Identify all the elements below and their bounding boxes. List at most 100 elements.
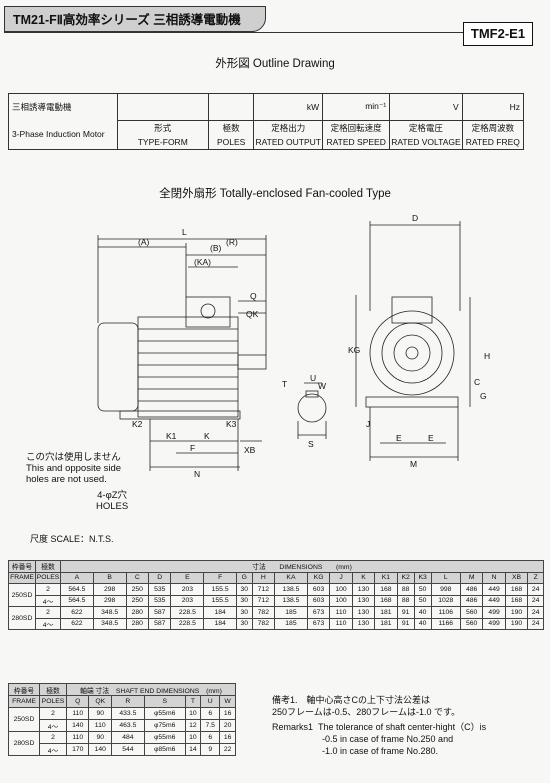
dim-label-KA: (KA) <box>194 257 211 267</box>
dim-col-header: J <box>329 571 353 584</box>
dim-col-header: KG <box>306 571 331 584</box>
terminal-box-shape <box>185 296 231 328</box>
dim-label-K2: K2 <box>132 419 143 429</box>
dim-label-KG: KG <box>348 345 360 355</box>
spec-cell-poles <box>207 93 255 121</box>
dim-col-poles-en: POLES <box>35 571 61 584</box>
dim-value-cell: 24 <box>527 617 544 630</box>
dim-value-cell: 130 <box>351 583 376 596</box>
shaft-value-cell: 484 <box>110 731 145 744</box>
remarks-en-text-1: The tolerance of shaft center-hight（C）is <box>318 722 487 732</box>
dim-label-QK: QK <box>246 309 259 319</box>
shaft-value-cell: 110 <box>65 707 90 720</box>
dim-value-cell: 499 <box>482 617 506 630</box>
dim-value-cell: 100 <box>329 594 353 607</box>
shaft-value-cell: 16 <box>219 731 236 744</box>
dim-value-cell: 50 <box>413 594 432 607</box>
holes-note-jp: この穴は使用しません <box>26 452 121 463</box>
dim-value-cell: 1106 <box>430 606 461 619</box>
spec-header-en: POLES <box>207 134 255 150</box>
remarks-en-text-2: -0.5 in case of frame No.250 and <box>322 734 454 744</box>
dim-value-cell: 138.5 <box>274 594 308 607</box>
shaft-poles-cell: 4～ <box>39 719 67 732</box>
dim-label-K: K <box>204 431 210 441</box>
z-holes-jp: 4-φZ穴 <box>97 490 128 501</box>
spec-cell-type <box>116 93 209 121</box>
spec-label-jp: 三相誘導電動機 <box>8 93 118 120</box>
spec-header-jp: 定格周波数 <box>461 119 525 135</box>
dim-label-H: H <box>484 351 490 361</box>
spec-unit-kw: kW <box>253 93 324 121</box>
shaft-col-header: T <box>184 695 202 708</box>
shaft-frame-cell: 250SD <box>8 707 40 732</box>
dim-label-K1: K1 <box>166 431 177 441</box>
drawing-title: 全閉外扇形 Totally-enclosed Fan-cooled Type <box>159 188 391 200</box>
dim-value-cell: 622 <box>60 617 94 630</box>
dim-col-header: K3 <box>413 571 432 584</box>
dim-value-cell: 50 <box>413 583 432 596</box>
z-holes-en: HOLES <box>96 500 129 512</box>
dim-value-cell: 280 <box>125 606 150 619</box>
dim-value-cell: 30 <box>236 606 253 619</box>
shaft-col-header: Q <box>65 695 90 708</box>
dim-value-cell: 138.5 <box>274 583 308 596</box>
dim-value-cell: 130 <box>351 594 376 607</box>
spec-header-en: TYPE-FORM <box>116 134 209 150</box>
dim-value-cell: 250 <box>125 583 150 596</box>
dim-value-cell: 1166 <box>430 617 461 630</box>
shaft-value-cell: 110 <box>88 719 112 732</box>
dim-label-U: U <box>310 373 316 383</box>
spec-row-headers-jp: 3-Phase Induction Motor 形式 極数 定格出力 定格回転速… <box>8 119 525 150</box>
page-subtitle: 外形図 Outline Drawing <box>215 58 335 70</box>
dim-value-cell: 449 <box>482 594 506 607</box>
spec-label-en: 3-Phase Induction Motor <box>8 120 118 150</box>
dim-title: 寸法 DIMENSIONS (mm) <box>60 560 544 573</box>
dim-value-cell: 155.5 <box>203 594 238 607</box>
dim-col-header: E <box>170 571 205 584</box>
dim-value-cell: 24 <box>527 606 544 619</box>
spec-header-en: RATED OUTPUT <box>253 134 324 150</box>
dim-value-cell: 603 <box>306 583 331 596</box>
dim-value-cell: 348.5 <box>92 606 127 619</box>
dim-value-cell: 30 <box>236 583 253 596</box>
shaft-col-frame-jp: 枠番号 <box>8 683 40 696</box>
spec-unit-hz: Hz <box>461 93 525 121</box>
dim-value-cell: 184 <box>203 617 238 630</box>
shaft-col-header: QK <box>88 695 112 708</box>
shaft-value-cell: 12 <box>184 719 202 732</box>
shaft-value-cell: 6 <box>200 707 221 720</box>
dim-col-header: K <box>351 571 376 584</box>
shaft-col-frame-en: FRAME <box>8 695 40 708</box>
spec-header-en: RATED SPEED <box>322 134 391 150</box>
dim-poles-cell: 2 <box>35 606 61 619</box>
dim-value-cell: 603 <box>306 594 331 607</box>
shaft-col-header: S <box>143 695 186 708</box>
model-code-badge: TMF2-E1 <box>463 22 533 46</box>
dim-value-cell: 168 <box>374 583 398 596</box>
dim-value-cell: 1028 <box>430 594 461 607</box>
dim-label-G: G <box>480 391 487 401</box>
spec-header-jp: 極数 <box>207 119 255 135</box>
dim-value-cell: 560 <box>459 606 484 619</box>
shaft-col-header: W <box>219 695 236 708</box>
dim-value-cell: 91 <box>396 617 415 630</box>
dim-value-cell: 564.5 <box>60 594 94 607</box>
dim-value-cell: 673 <box>306 606 331 619</box>
dim-col-frame-en: FRAME <box>8 571 36 584</box>
dim-value-cell: 298 <box>92 583 127 596</box>
dim-value-cell: 998 <box>430 583 461 596</box>
dim-col-header: K1 <box>374 571 398 584</box>
dim-value-cell: 228.5 <box>170 617 205 630</box>
remarks-en-label: Remarks1 <box>272 722 314 732</box>
remarks-en-1: Remarks1 The tolerance of shaft center-h… <box>272 721 540 733</box>
dim-col-header: B <box>92 571 127 584</box>
dim-value-cell: 168 <box>374 594 398 607</box>
spec-header-jp: 定格出力 <box>253 119 324 135</box>
dim-value-cell: 155.5 <box>203 583 238 596</box>
dim-label-E2: E <box>428 433 434 443</box>
shaft-poles-cell: 4～ <box>39 743 67 756</box>
